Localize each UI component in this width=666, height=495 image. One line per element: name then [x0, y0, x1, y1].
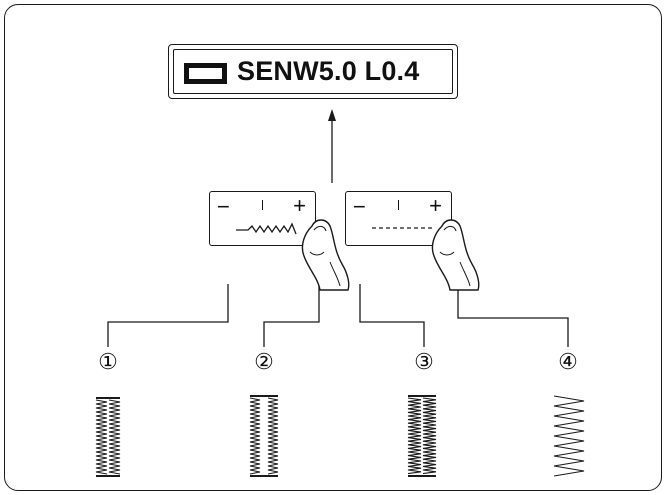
- buttonhole-stitch-2: [246, 394, 282, 478]
- arrow-head: [328, 109, 336, 121]
- callout-number-3: ③: [412, 351, 436, 375]
- callout-number-4: ④: [556, 351, 580, 375]
- callout-number-1: ①: [96, 351, 120, 375]
- finger-length-icon: [420, 212, 490, 292]
- finger-width-icon: [290, 212, 360, 292]
- buttonhole-stitch-1: [92, 396, 124, 478]
- callout-number-2: ②: [252, 351, 276, 375]
- zigzag-stitch-4: [550, 394, 588, 478]
- buttonhole-stitch-3: [404, 394, 440, 478]
